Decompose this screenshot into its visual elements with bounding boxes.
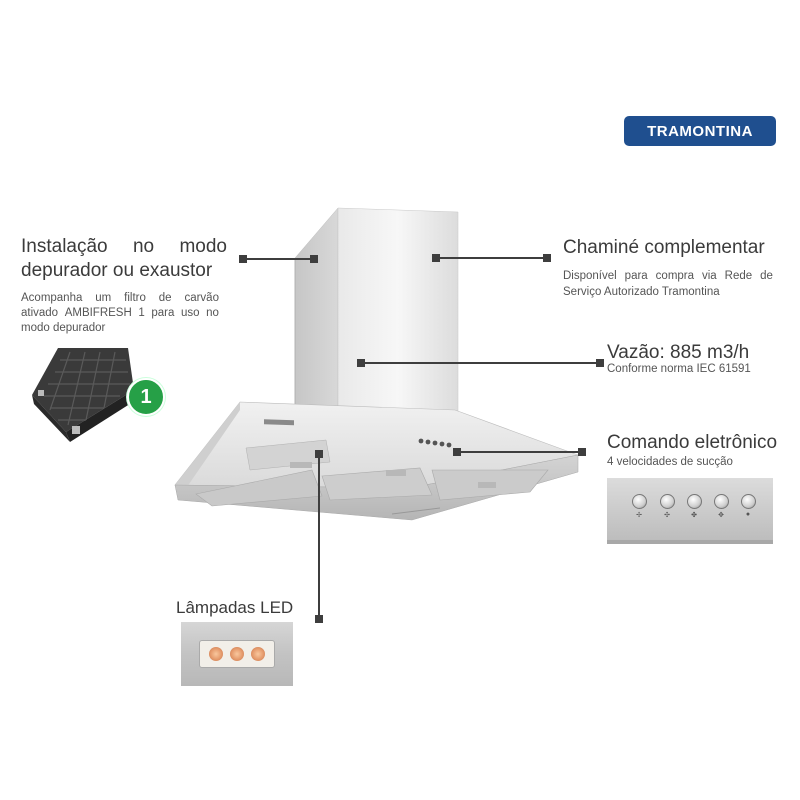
vazao-callout-dot-right [596, 359, 604, 367]
lampadas-callout-dot-top [315, 450, 323, 458]
led-lamp-image [181, 622, 293, 686]
comando-title: Comando eletrônico [607, 432, 778, 453]
fan-speed-2-icon: ✣ [664, 512, 670, 519]
fan-speed-1-icon: ✢ [636, 512, 642, 519]
comando-desc: 4 velocidades de sucção [607, 456, 733, 468]
comando-callout-dot-right [578, 448, 586, 456]
brand-logo: TRAMONTINA [624, 116, 776, 146]
light-icon: ● [745, 511, 751, 518]
control-button-1 [632, 494, 647, 509]
instalacao-desc-line3: modo depurador [21, 322, 106, 334]
instalacao-title-line2: depurador ou exaustor [21, 260, 213, 281]
led-bulb [250, 647, 265, 661]
lampadas-title: Lâmpadas LED [176, 598, 294, 617]
vazao-callout-dot-left [357, 359, 365, 367]
vazao-desc: Conforme norma IEC 61591 [607, 363, 751, 375]
vazao-title: Vazão: 885 m3/h [607, 342, 750, 363]
comando-callout-dot-left [453, 448, 461, 456]
chamine-callout-dot-right [543, 254, 551, 262]
instalacao-title-line1: Instalação no modo [21, 236, 227, 257]
comando-callout-line [458, 451, 584, 453]
instalacao-callout-line [243, 258, 317, 260]
fan-speed-3-icon: ✤ [691, 512, 697, 519]
led-bulb [229, 647, 244, 661]
vazao-callout-line [362, 362, 602, 364]
control-button-3 [687, 494, 702, 509]
lampadas-callout-line [318, 454, 320, 619]
chamine-desc-line2: Serviço Autorizado Tramontina [563, 286, 720, 298]
chamine-callout-dot-left [432, 254, 440, 262]
control-panel-image: ✢ ✣ ✤ ✥ ● [607, 478, 773, 544]
led-bulb [209, 647, 224, 661]
control-button-5 [741, 494, 756, 509]
filter-count-badge: 1 [127, 378, 165, 416]
lampadas-callout-dot-bottom [315, 615, 323, 623]
fan-speed-4-icon: ✥ [718, 512, 724, 519]
control-button-2 [660, 494, 675, 509]
chamine-callout-line [437, 257, 549, 259]
control-button-4 [714, 494, 729, 509]
carbon-filter-image [32, 348, 136, 442]
led-strip [199, 640, 275, 668]
chamine-title: Chaminé complementar [563, 237, 765, 258]
instalacao-callout-dot-right [310, 255, 318, 263]
instalacao-callout-dot-left [239, 255, 247, 263]
